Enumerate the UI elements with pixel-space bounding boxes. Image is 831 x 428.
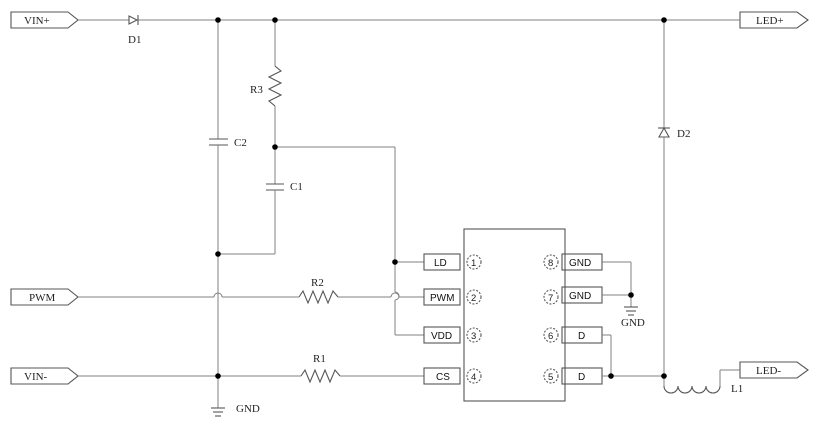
junction-dot <box>608 373 614 379</box>
r3-label: R3 <box>250 84 263 96</box>
junction-dot <box>215 17 221 23</box>
port-led-minus: LED- <box>739 361 809 379</box>
pin-5-name: D <box>578 372 585 383</box>
ic-pin-7: 7 GND <box>543 286 603 305</box>
junction-dot <box>215 373 221 379</box>
junction-dot <box>628 292 634 298</box>
vin-minus-wire: R1 <box>78 353 424 384</box>
pin-6-name: D <box>578 331 585 342</box>
pin-7-name: GND <box>569 291 591 302</box>
ic-chip <box>463 228 566 402</box>
junction-dot <box>272 17 278 23</box>
c1-label: C1 <box>290 181 303 193</box>
pin-3-name: VDD <box>431 331 452 342</box>
pwm-wire: R2 <box>78 277 424 305</box>
d2-label: D2 <box>677 128 690 140</box>
inductor-l1: L1 <box>663 369 743 395</box>
port-vin-minus: VIN- <box>10 367 79 385</box>
pin-5-num: 5 <box>548 372 553 383</box>
pin-1-num: 1 <box>471 258 476 269</box>
junction-dot <box>272 144 278 150</box>
pin-6-num: 6 <box>548 331 553 342</box>
diode-d1: D1 <box>128 15 141 46</box>
junction-dot <box>661 17 667 23</box>
r2-label: R2 <box>311 277 324 289</box>
pin-3-num: 3 <box>471 331 476 342</box>
junction-dots <box>215 17 667 379</box>
port-pwm-label: PWM <box>29 292 56 304</box>
ic-pin-3: VDD 3 <box>423 326 482 344</box>
port-vin-plus: VIN+ <box>10 11 79 29</box>
pin-4-num: 4 <box>471 372 476 383</box>
pin-8-name: GND <box>569 258 591 269</box>
port-led-minus-label: LED- <box>756 365 781 377</box>
pin-2-num: 2 <box>471 293 476 304</box>
ic-pin-2: PWM 2 <box>423 288 482 306</box>
pin-4-name: CS <box>436 372 450 383</box>
l1-label: L1 <box>731 383 743 395</box>
ic-pin-4: CS 4 <box>423 367 482 385</box>
port-vin-plus-label: VIN+ <box>24 15 50 27</box>
pin-1-name: LD <box>434 258 447 269</box>
ground-symbol-bottom: GND <box>211 403 260 417</box>
c2-label: C2 <box>234 137 247 149</box>
pin-7-num: 7 <box>548 293 553 304</box>
d1-label: D1 <box>128 34 141 46</box>
r1-label: R1 <box>313 353 326 365</box>
ic-pin-8: 8 GND <box>543 253 603 271</box>
c2-branch: C2 <box>209 20 247 408</box>
ic-pin-6: 6 D <box>543 326 603 344</box>
r3-c1-branch: R3 C1 <box>218 20 303 255</box>
pin-2-name: PWM <box>430 293 454 304</box>
port-vin-minus-label: VIN- <box>24 371 48 383</box>
junction-dot <box>661 373 667 379</box>
port-led-plus: LED+ <box>739 11 809 29</box>
ic-gnd-wire: GND <box>602 261 645 329</box>
ic-pin-1: LD 1 <box>423 253 482 271</box>
gnd-right-label: GND <box>621 317 645 329</box>
ic-pin-5: 5 D <box>543 367 603 385</box>
diode-d2: D2 <box>658 20 690 376</box>
port-pwm: PWM <box>10 288 79 306</box>
port-led-plus-label: LED+ <box>756 15 784 27</box>
junction-dot <box>215 251 221 257</box>
junction-dot <box>392 259 398 265</box>
pin-8-num: 8 <box>548 258 553 269</box>
ic-drain-wire <box>602 334 664 377</box>
gnd-bottom-label: GND <box>236 403 260 415</box>
r3-node-wire <box>275 146 424 336</box>
